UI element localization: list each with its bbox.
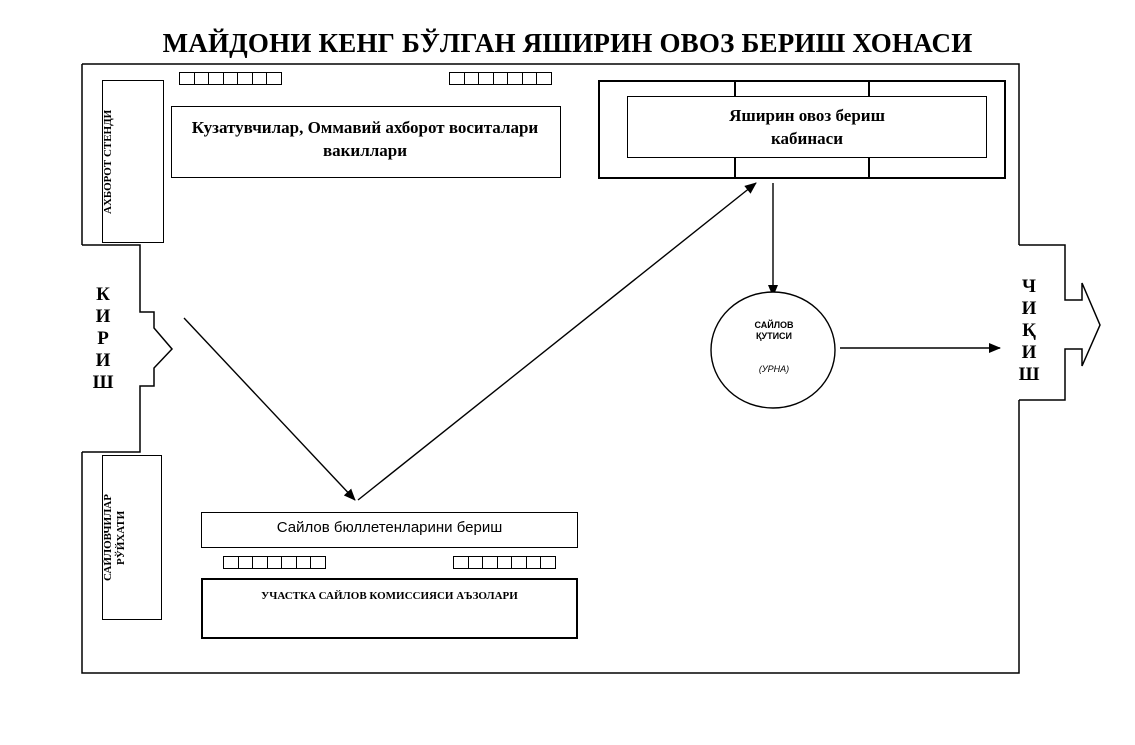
seat xyxy=(267,73,281,84)
commission-seats-left xyxy=(223,556,326,569)
observers-table xyxy=(171,106,561,178)
seat xyxy=(268,557,283,568)
seat xyxy=(527,557,542,568)
diagram-title: МАЙДОНИ КЕНГ БЎЛГАН ЯШИРИН ОВОЗ БЕРИШ ХО… xyxy=(162,28,973,58)
seat xyxy=(238,73,253,84)
seat xyxy=(239,557,254,568)
ballot-box-title: САЙЛОВ ҚУТИСИ xyxy=(754,320,794,341)
entrance-opening xyxy=(82,244,174,453)
room-wall-top xyxy=(82,63,1020,245)
room-wall-right-lower xyxy=(81,400,1020,674)
ballot-box-subtitle: (УРНА) xyxy=(758,364,790,374)
seat xyxy=(512,557,527,568)
seat xyxy=(209,73,224,84)
booth-inner xyxy=(627,96,987,158)
seat xyxy=(195,73,210,84)
info-stand xyxy=(102,80,164,243)
seat xyxy=(253,557,268,568)
seat xyxy=(224,73,239,84)
seat xyxy=(523,73,538,84)
seat xyxy=(541,557,555,568)
seat xyxy=(450,73,465,84)
ballot-issue-table xyxy=(201,512,578,548)
commission-seats-right xyxy=(453,556,556,569)
seat xyxy=(311,557,325,568)
observers-seats-right xyxy=(449,72,552,85)
seat xyxy=(508,73,523,84)
voters-list-stand xyxy=(102,455,162,620)
observers-label: Кузатувчилар, Оммавий ахборот воситалари… xyxy=(191,118,539,160)
seat xyxy=(465,73,480,84)
seat xyxy=(483,557,498,568)
seat xyxy=(494,73,509,84)
seat xyxy=(454,557,469,568)
seat xyxy=(479,73,494,84)
flow-arrow-to-ballot-issue xyxy=(183,317,356,501)
voters-list-label: САЙЛОВЧИЛАР РЎЙХАТИ xyxy=(102,494,127,581)
seat xyxy=(297,557,312,568)
flow-arrow-to-booth xyxy=(357,182,757,501)
commission-table xyxy=(201,578,578,639)
exit-opening xyxy=(1019,244,1101,401)
seat xyxy=(498,557,513,568)
ballot-box xyxy=(710,291,836,409)
commission-label: УЧАСТКА САЙЛОВ КОМИССИЯСИ АЪЗОЛАРИ xyxy=(261,590,518,602)
observers-seats-left xyxy=(179,72,282,85)
seat xyxy=(537,73,551,84)
seat xyxy=(224,557,239,568)
ballot-issue-label: Сайлов бюллетенларини бериш xyxy=(276,519,503,536)
seat xyxy=(253,73,268,84)
seat xyxy=(180,73,195,84)
seat xyxy=(469,557,484,568)
seat xyxy=(282,557,297,568)
info-stand-label: АХБОРОТ СТЕНДИ xyxy=(102,109,114,214)
booth-label: Яширин овоз бериш кабинаси xyxy=(729,106,885,148)
